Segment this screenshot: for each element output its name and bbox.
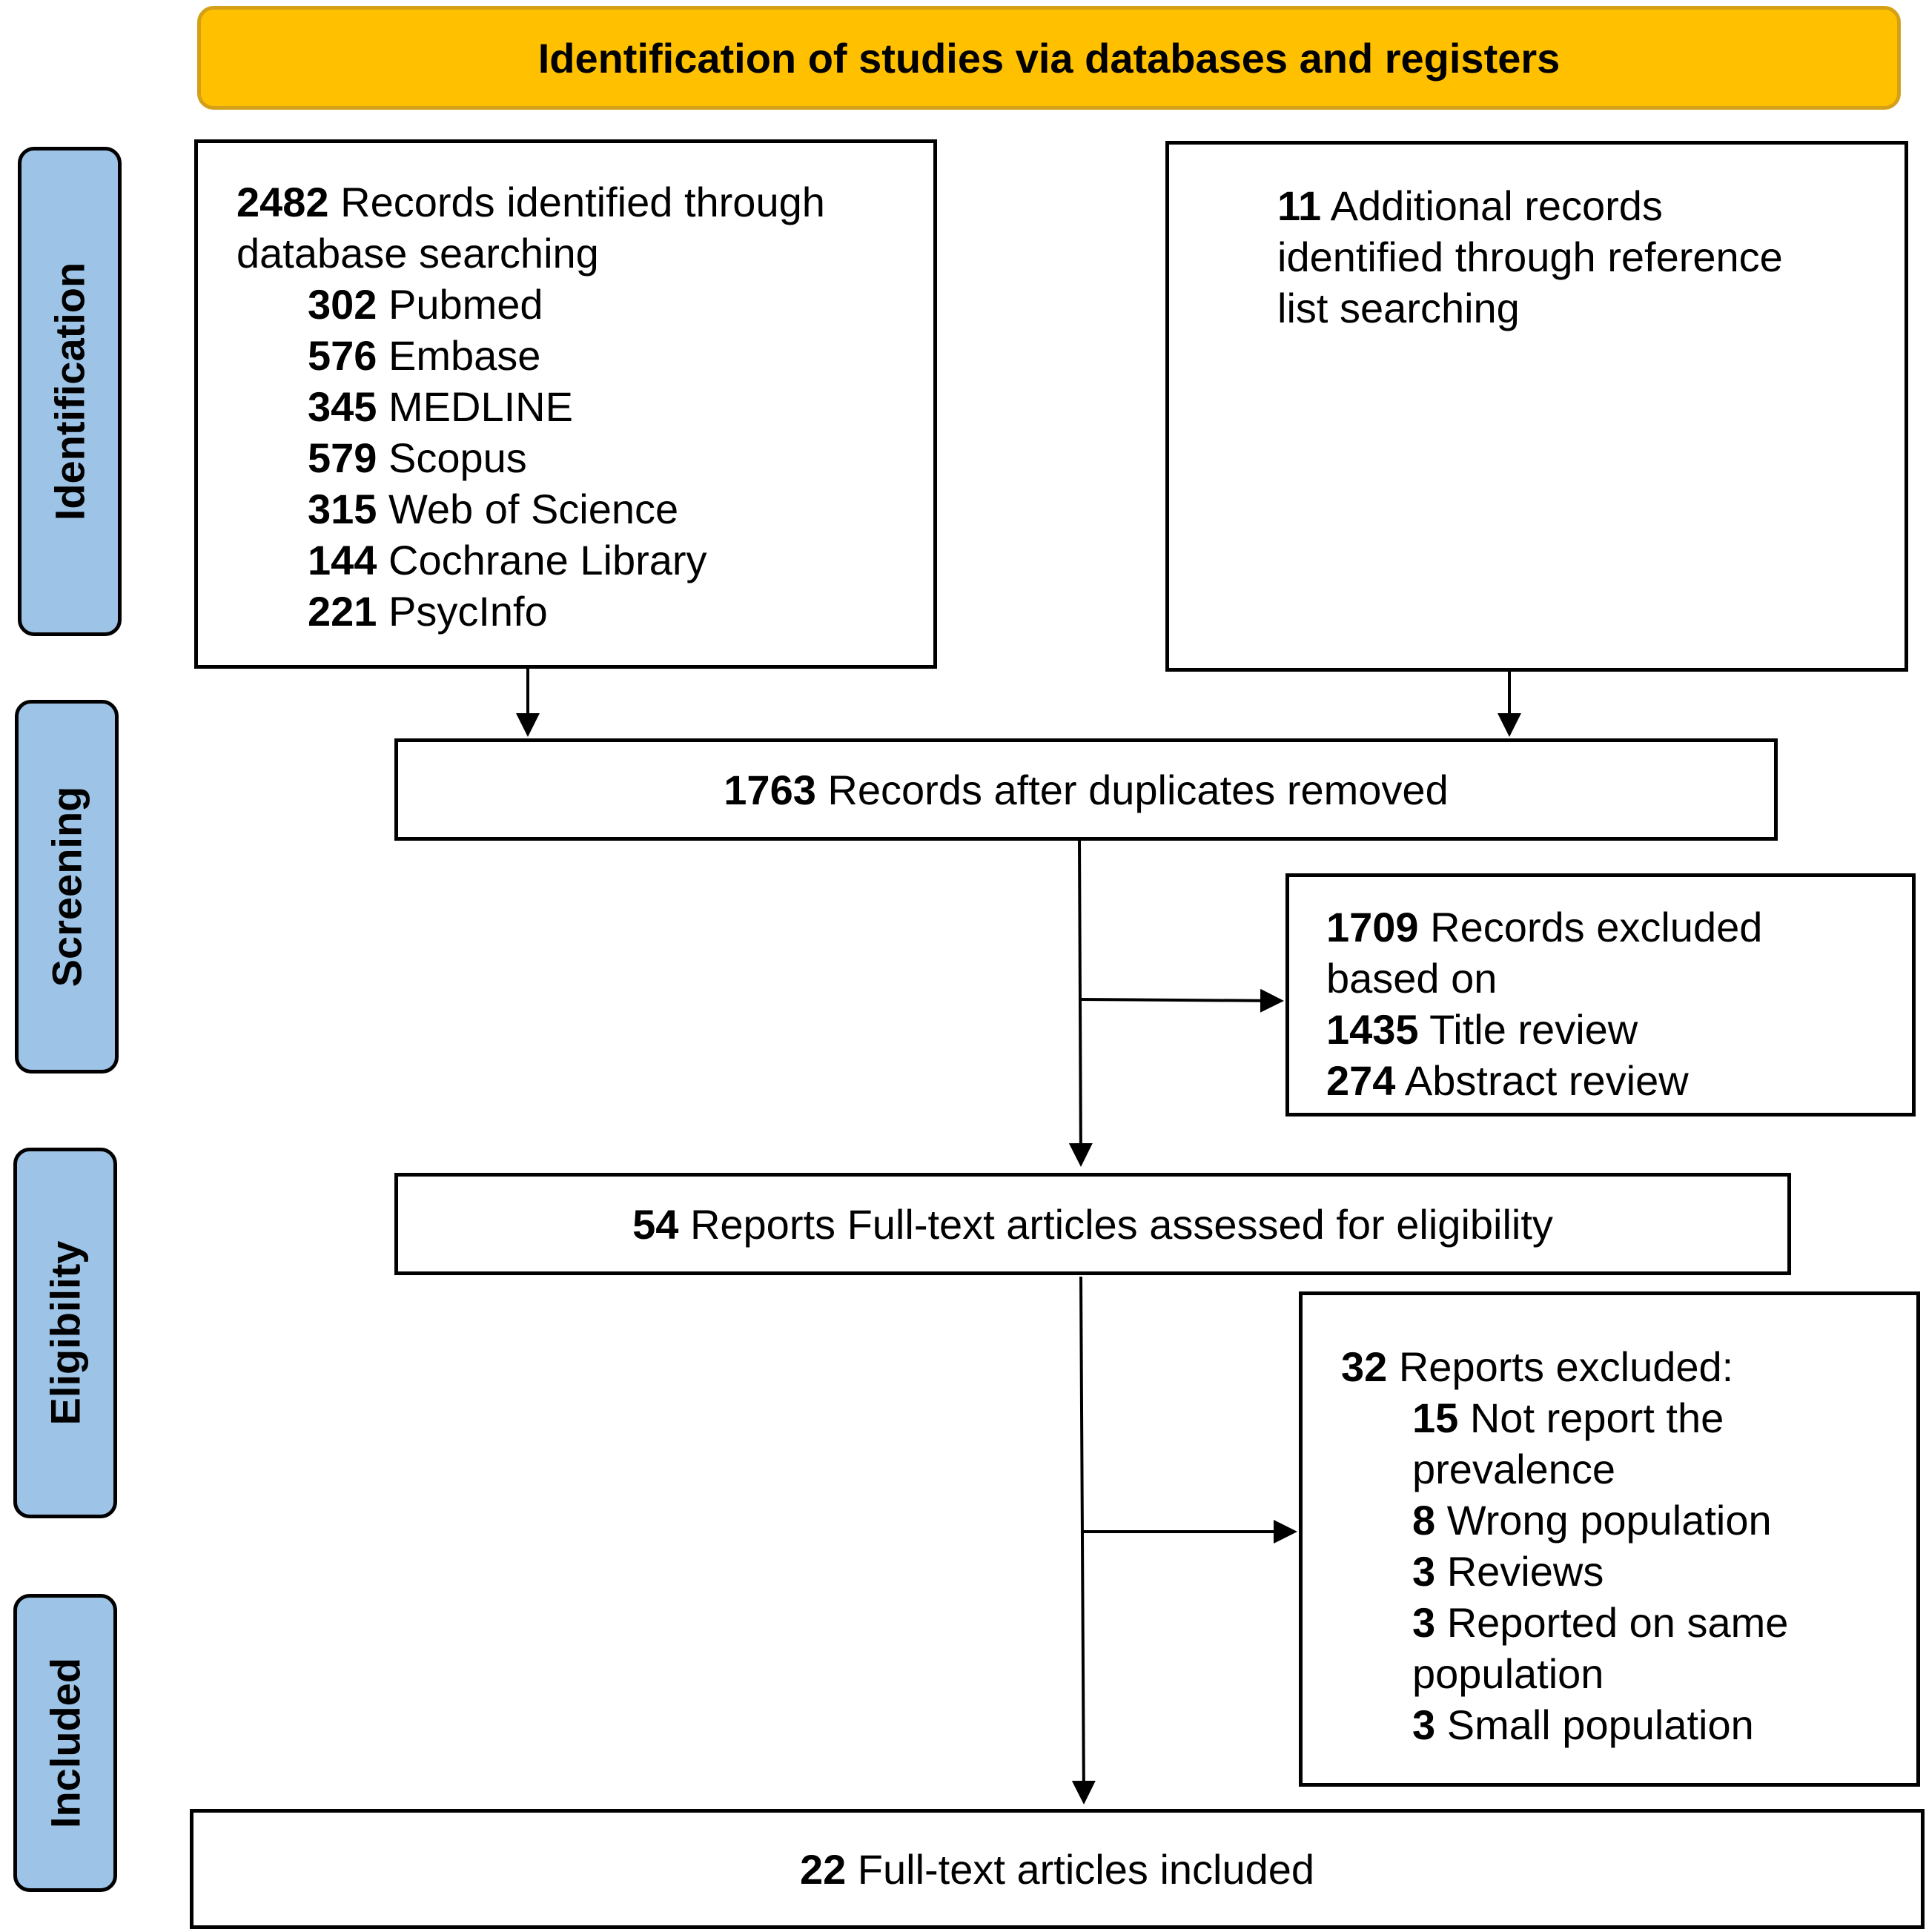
included-text: Full-text articles included [857,1845,1315,1893]
stage-included: Included [13,1594,117,1892]
header-banner: Identification of studies via databases … [197,6,1901,110]
exclusion-reason-continued: population [1412,1650,1604,1697]
exclusion-reason: 274 Abstract review [1326,1057,1689,1104]
source-item: 345 MEDLINE [308,383,573,430]
records-excluded-box: 1709 Records excluded based on 1435 Titl… [1285,873,1916,1116]
included-count: 22 [799,1845,847,1893]
assessed-box: 54 Reports Full-text articles assessed f… [394,1173,1791,1275]
after-duplicates-text: Records after duplicates removed [827,766,1449,813]
reports-excluded-text: Reports excluded: [1398,1343,1734,1390]
stage-eligibility: Eligibility [13,1148,117,1518]
arrow-duplicates-to-assessed [1068,840,1093,1167]
exclusion-reason: 3 Reported on same [1412,1599,1789,1646]
exclusion-reason: 3 Small population [1412,1701,1754,1748]
excluded-records-count: 1709 [1326,904,1419,950]
source-item: 302 Pubmed [308,281,543,328]
database-search-text-2: database searching [236,230,599,277]
additional-records-box: 11 Additional records identified through… [1165,141,1908,672]
stage-identification: Identification [18,147,122,636]
database-search-text-1: Records identified through [340,179,825,225]
additional-records-count: 11 [1277,182,1322,229]
exclusion-reason: 3 Reviews [1412,1548,1604,1595]
header-title: Identification of studies via databases … [537,34,1561,82]
source-item: 221 PsycInfo [308,588,548,635]
reports-excluded-count: 32 [1341,1343,1388,1390]
exclusion-reason: 1435 Title review [1326,1006,1638,1053]
assessed-count: 54 [632,1200,679,1248]
after-duplicates-box: 1763 Records after duplicates removed [394,738,1778,841]
additional-records-text-3: list searching [1277,285,1520,331]
source-item: 315 Web of Science [308,486,679,532]
source-item: 576 Embase [308,332,541,379]
arrow-to-records-excluded [1079,988,1284,1013]
database-search-box: 2482 Records identified through database… [194,139,937,669]
exclusion-reason: 15 Not report the [1412,1395,1724,1441]
excluded-records-text-1: Records excluded [1430,904,1763,950]
after-duplicates-count: 1763 [724,766,816,813]
assessed-text: Reports Full-text articles assessed for … [689,1200,1553,1248]
source-item: 579 Scopus [308,434,527,481]
database-search-count: 2482 [236,179,329,225]
reports-excluded-box: 32 Reports excluded: 15 Not report the p… [1299,1291,1920,1787]
additional-records-text-2: identified through reference [1277,234,1783,280]
stage-screening: Screening [15,700,119,1073]
source-item: 144 Cochrane Library [308,537,707,583]
arrow-assessed-to-included [1071,1276,1096,1804]
excluded-records-text-2: based on [1326,955,1498,1002]
exclusion-reason-continued: prevalence [1412,1446,1615,1492]
exclusion-reason: 8 Wrong population [1412,1497,1772,1544]
additional-records-text-1: Additional records [1330,182,1663,229]
included-box: 22 Full-text articles included [190,1809,1925,1929]
